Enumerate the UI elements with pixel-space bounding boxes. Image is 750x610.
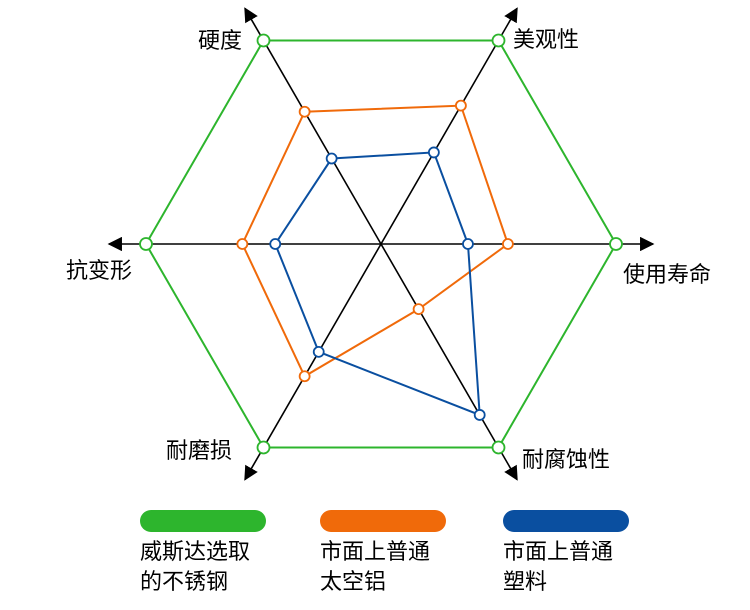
legend-label: 市面上普通 太空铝 — [320, 540, 431, 595]
series-3-point-6 — [269, 238, 282, 250]
series-3-point-3 — [462, 238, 474, 250]
series-1-point-1 — [256, 33, 271, 48]
axis-label-2: 美观性 — [513, 28, 579, 53]
legend-label: 市面上普通 塑料 — [503, 540, 614, 595]
legend: 威斯达选取 的不锈钢 市面上普通 太空铝 市面上普通 塑料 — [0, 510, 750, 610]
axis-label-4: 耐腐蚀性 — [522, 448, 610, 473]
legend-swatch — [503, 510, 629, 532]
axis-line-2 — [380, 7, 518, 245]
series-2-point-2 — [454, 99, 467, 112]
axis-line-5 — [244, 243, 382, 481]
axis-label-6: 抗变形 — [66, 259, 132, 284]
series-3-point-4 — [473, 409, 486, 421]
legend-swatch — [140, 510, 266, 532]
series-1-point-6 — [139, 237, 153, 251]
series-2-point-1 — [298, 105, 311, 118]
series-2-point-4 — [412, 303, 425, 316]
legend-swatch — [320, 510, 446, 532]
legend-item-space-aluminum: 市面上普通 太空铝 — [320, 510, 480, 598]
series-1-point-4 — [491, 440, 506, 455]
axes-layer — [107, 7, 655, 481]
series-1-point-5 — [256, 440, 271, 455]
legend-item-plastic: 市面上普通 塑料 — [503, 510, 663, 598]
legend-item-stainless-steel: 威斯达选取 的不锈钢 — [140, 510, 300, 598]
axis-line-1 — [244, 7, 382, 245]
series-3-point-1 — [325, 152, 338, 165]
series-3-point-5 — [312, 345, 325, 358]
series-1-point-2 — [491, 33, 506, 48]
axis-line-4 — [380, 243, 518, 481]
series-1-point-3 — [609, 237, 623, 251]
series-layer — [139, 33, 623, 455]
series-2-point-6 — [236, 238, 249, 250]
series-2-point-3 — [501, 238, 514, 250]
axis-label-1: 硬度 — [198, 29, 242, 54]
axis-label-3: 使用寿命 — [623, 263, 711, 288]
series-2-point-5 — [298, 370, 311, 383]
legend-label: 威斯达选取 的不锈钢 — [140, 540, 251, 595]
series-3-point-2 — [427, 146, 440, 159]
axis-label-5: 耐磨损 — [166, 439, 232, 464]
